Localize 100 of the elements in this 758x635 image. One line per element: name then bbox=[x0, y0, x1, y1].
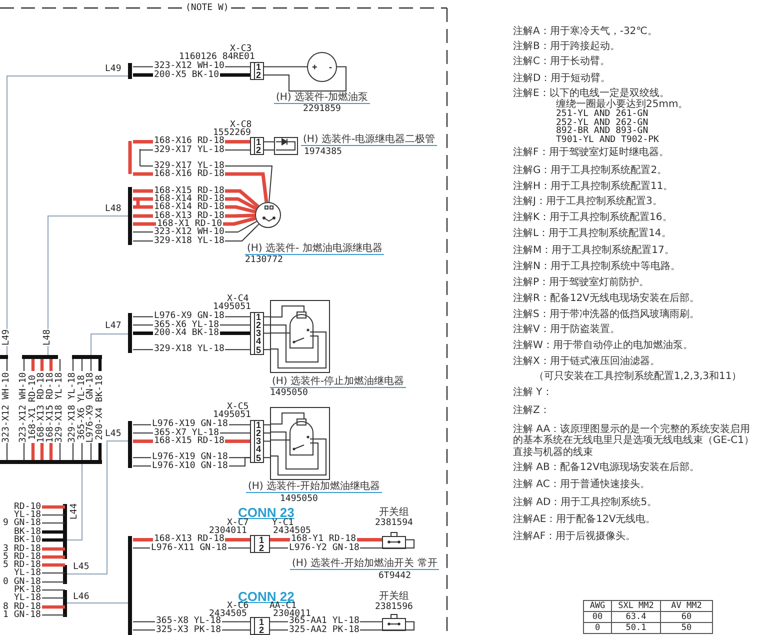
wire-label: 365-X6 YL-18 bbox=[78, 374, 87, 440]
part-number: 2304011 bbox=[209, 526, 247, 536]
note-text: 注解X：用于链式液压回油滤器。 bbox=[513, 356, 660, 368]
wire-label: L976-X19 GN-18 bbox=[151, 420, 229, 430]
part-number: 1495050 bbox=[280, 494, 318, 504]
wire-label: 365-X6 YL-18 bbox=[153, 320, 220, 330]
note-text: 注解B：用于跨接起动。 bbox=[513, 41, 620, 53]
wire-label: 325-X3 PK-18 bbox=[155, 626, 222, 634]
harness-label: L44 bbox=[70, 502, 80, 520]
wire bbox=[264, 349, 270, 350]
wire-label: BK-10 bbox=[14, 536, 42, 544]
note-text: 注解C：用于长动臂。 bbox=[513, 56, 610, 68]
wire-label: 168-X16 RD-18 bbox=[153, 137, 226, 146]
pin-number: 4 bbox=[256, 445, 262, 454]
pin-number: 2 bbox=[256, 429, 262, 437]
part-number: 2291859 bbox=[303, 104, 341, 114]
connector-title: CONN 23 bbox=[238, 506, 294, 518]
connector-id: Y-C1 bbox=[272, 518, 294, 528]
wire-label: 168-X14 RD-18 bbox=[153, 202, 226, 212]
note-text: 缠绕一圈最小要达到25mm。 bbox=[556, 100, 688, 110]
wire-label: L976-Y2 GN-18 bbox=[288, 544, 360, 552]
wire-label: 168-X13 RD-18 bbox=[38, 372, 47, 442]
pin-number: 5 bbox=[256, 346, 262, 354]
note-text: 注解J：用于工具控制系统配置3。 bbox=[513, 196, 662, 208]
wire-label: 323-X12 WH-10 bbox=[153, 62, 226, 72]
component-caption: (H) 选装件- 加燃油电源继电器 bbox=[245, 243, 384, 255]
component-name: 开关组 bbox=[379, 592, 409, 602]
pin-number: 1 bbox=[259, 536, 264, 544]
note-text: 注解Z： bbox=[513, 405, 550, 417]
relay-symbol bbox=[255, 202, 281, 228]
wire-label: L976-X10 GN-18 bbox=[151, 462, 229, 470]
connector-block bbox=[250, 535, 270, 553]
wire-label: 168-X15 RD-18 bbox=[46, 372, 56, 442]
wire bbox=[264, 316, 270, 318]
pin-number: 3 bbox=[256, 329, 262, 338]
wire-label: 329-X17 YL-18 bbox=[153, 146, 226, 154]
wire-label: 200-X4 BK-18 bbox=[153, 328, 220, 338]
note-text: 注解 AB：配备12V电源现场安装在后部。 bbox=[513, 462, 700, 474]
note-text: 注解 AA：该原理图显示的是一个完整的系统安装启用的基本系统在无线电里只是选项无线电线束（GE-C1）直接与机器的线束 bbox=[513, 424, 756, 458]
wire bbox=[264, 432, 270, 434]
wire-label: 0 GN-18 bbox=[3, 578, 41, 586]
note-text: （可只安装在工具控制系统配置1,2,3,3和11） bbox=[534, 371, 742, 383]
note-text: 注解E：以下的电线一定是双绞线。 bbox=[513, 88, 670, 99]
pin-number: 2 bbox=[256, 321, 262, 329]
connector-block bbox=[250, 420, 264, 463]
wire-label: 168-X1 RD-10 bbox=[156, 220, 224, 228]
wire-label: 9 GN-18 bbox=[3, 518, 41, 528]
note-text: 注解A：用于寒冷天气，-32℃。 bbox=[513, 26, 658, 38]
wire-label: BK-18 bbox=[14, 528, 42, 536]
wire-label: 329-X18 YL-18 bbox=[153, 345, 226, 354]
wire-label: 200-X4 BK-18 bbox=[96, 374, 105, 440]
harness-label: L45 bbox=[73, 562, 90, 572]
harness-label: L46 bbox=[73, 592, 90, 602]
harness-label: L48 bbox=[105, 204, 122, 214]
note-text: 251-YL AND 261-GN bbox=[556, 110, 648, 119]
note-text: 注解L：用于工具控制系统配置14。 bbox=[513, 228, 672, 240]
note-text: 注解M：用于工具控制系统配置17。 bbox=[513, 245, 674, 257]
harness-label: L48 bbox=[44, 328, 53, 346]
wire bbox=[264, 424, 270, 426]
table-cell: 50 bbox=[660, 622, 713, 634]
diode-symbol bbox=[274, 137, 298, 155]
wire bbox=[264, 332, 270, 334]
pin-number: 1 bbox=[259, 618, 264, 626]
table-cell: 0 bbox=[583, 622, 612, 634]
note-text: 注解P：用于驾驶室灯前防护。 bbox=[513, 277, 650, 289]
wire-label: 8 RD-18 bbox=[3, 602, 41, 612]
connector-id: X-C7 bbox=[227, 518, 249, 528]
wire-label: 168-X13 RD-18 bbox=[153, 212, 226, 220]
pin-number: 3 bbox=[256, 437, 262, 446]
part-number: 2381596 bbox=[375, 602, 413, 612]
wire bbox=[264, 141, 274, 142]
component-caption: (H) 选装件-开始加燃油继电器 bbox=[246, 481, 382, 493]
wire bbox=[264, 66, 308, 68]
part-number: 2381594 bbox=[375, 518, 413, 528]
connector-id: X-C3 bbox=[230, 44, 252, 54]
component-caption: (H) 选装件-开始加燃油开关 常开 bbox=[290, 558, 440, 570]
pin-number: 1 bbox=[256, 312, 262, 321]
pin-number: 2 bbox=[259, 544, 264, 552]
harness-label: L49 bbox=[105, 64, 122, 74]
table-cell: 50.1 bbox=[611, 622, 661, 634]
note-text: 注解G：用于工具控制系统配置2。 bbox=[513, 165, 668, 177]
connector-block bbox=[250, 312, 264, 355]
note-text: 注解K：用于工具控制系统配置16。 bbox=[513, 212, 672, 224]
wire-label: RD-10 bbox=[14, 502, 42, 512]
part-number: 1495051 bbox=[213, 302, 251, 312]
pump-motor-symbol bbox=[307, 52, 337, 82]
wire bbox=[264, 66, 346, 92]
component-caption: (H) 选装件-电源继电器二极管 bbox=[301, 134, 438, 146]
wire-label: L976-X9 GN-18 bbox=[86, 372, 96, 442]
pin-number: 4 bbox=[256, 337, 262, 346]
wire-label: 329-X18 YL-18 bbox=[56, 372, 65, 442]
wire-label: 323-X12 WH-10 bbox=[2, 372, 12, 442]
pin-number: 1 bbox=[256, 62, 262, 71]
wire-label: 329-X17 YL-18 bbox=[153, 162, 226, 170]
part-number: 1160126 84RE01 bbox=[179, 52, 255, 62]
terminal-sign: + bbox=[312, 62, 318, 71]
part-number: 1495050 bbox=[270, 388, 308, 398]
wire-label: 168-X15 RD-18 bbox=[153, 436, 226, 446]
wire-label: 168-X13 RD-18 bbox=[153, 535, 226, 544]
wire-label: 168-X14 RD-18 bbox=[153, 194, 226, 204]
